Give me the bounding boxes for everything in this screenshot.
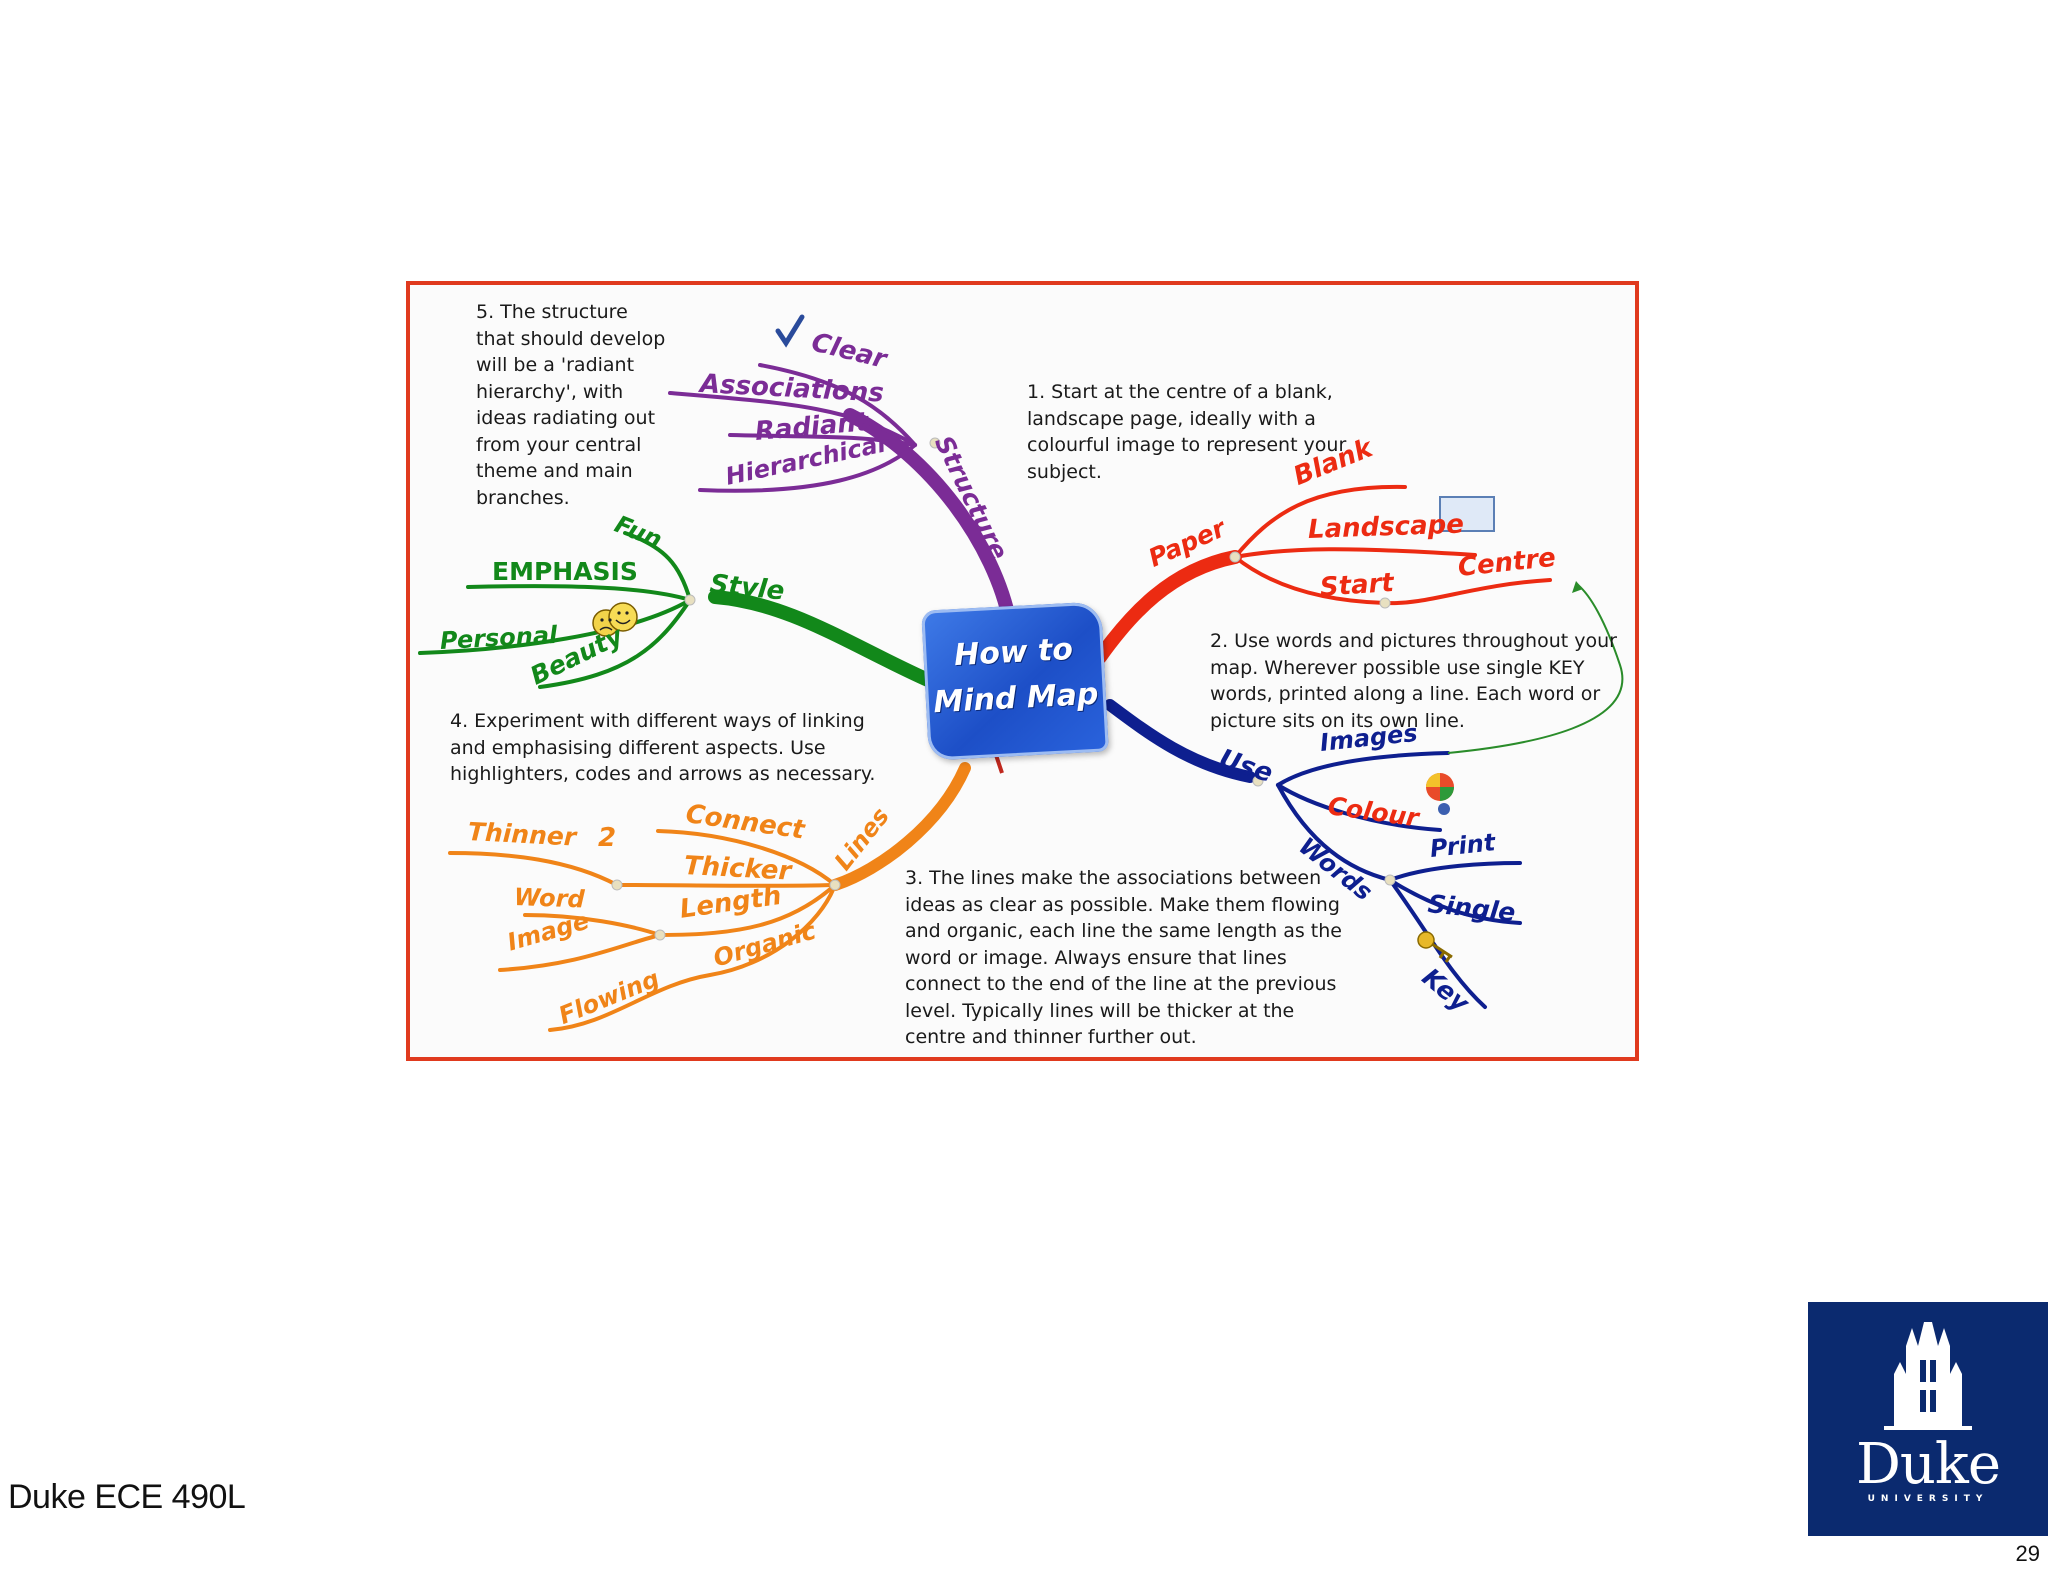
duke-university-subtitle: UNIVERSITY [1867, 1494, 1989, 1504]
key-icon [1417, 931, 1453, 963]
branch-radiant-line [728, 433, 917, 447]
chapel-icon [1884, 1322, 1972, 1430]
course-label: Duke ECE 490L [8, 1478, 246, 1516]
central-topic-label: How to Mind Map [932, 631, 1100, 721]
page-number: 29 [2015, 1541, 2040, 1566]
smiley-faces-icon [592, 602, 638, 637]
branch-thicker-line [615, 883, 837, 888]
label-thinner-2: 2 [598, 823, 617, 853]
label-word: Word [513, 883, 586, 914]
branch-thinner-line [448, 851, 619, 887]
note-words-pictures: 2. Use words and pictures throughout you… [1210, 630, 1617, 732]
branch-print-line [1388, 861, 1522, 882]
branch-fun-line [623, 531, 692, 602]
central-image: How to Mind Map [921, 601, 1109, 761]
branch-style-line [708, 590, 935, 687]
note-structure: 5. The structure that should develop wil… [476, 301, 666, 509]
branch-hierarchical-line [698, 443, 917, 493]
branch-use-line [1104, 699, 1256, 783]
mind-map-diagram: How to Mind Map Structure Clear Associat… [406, 281, 1639, 1061]
label-thicker: Thicker [683, 851, 793, 887]
branch-single-line [1388, 878, 1522, 925]
label-style: Style [708, 569, 786, 607]
branch-colour-line [1276, 783, 1442, 832]
note-lines: 3. The lines make the associations betwe… [905, 867, 1342, 1048]
note-experiment: 4. Experiment with different ways of lin… [450, 710, 876, 785]
branch-word-line [523, 913, 662, 937]
branch-landscape-line [1233, 547, 1477, 559]
branch-personal-line [418, 598, 692, 655]
mind-map-branches [418, 314, 1624, 1032]
colour-palette-icon [1426, 773, 1454, 815]
branch-length-line [658, 883, 837, 937]
arrow-head-icon [1572, 581, 1583, 593]
branch-beauty-line [538, 598, 692, 689]
check-icon [775, 314, 805, 348]
label-start: Start [1318, 567, 1395, 603]
branch-paper-line [1093, 550, 1242, 664]
arrow-images-to-centre [1447, 584, 1624, 754]
note-centre: 1. Start at the centre of a blank, lands… [1027, 381, 1347, 483]
branch-key-line [1388, 878, 1487, 1009]
branch-blank-line [1233, 484, 1407, 559]
branch-lines-line [829, 762, 971, 891]
branch-words-line [1276, 783, 1392, 882]
branch-connect-line [656, 829, 837, 887]
label-landscape: Landscape [1307, 509, 1465, 545]
duke-wordmark: Duke [1855, 1432, 2001, 1497]
label-print: Print [1428, 828, 1497, 863]
landscape-page-icon [1439, 496, 1495, 532]
branch-associations-line [668, 391, 917, 447]
duke-university-logo: Duke UNIVERSITY [1808, 1302, 2048, 1536]
branch-organic-flowing-line [548, 883, 837, 1032]
branch-clear-line [758, 363, 917, 447]
branch-emphasis-line [466, 584, 692, 602]
label-personal: Personal [439, 620, 558, 655]
branch-image-line [498, 933, 662, 972]
label-thinner: Thinner [467, 817, 577, 852]
label-emphasis: EMPHASIS [492, 557, 638, 586]
branch-images-line [1276, 751, 1450, 787]
branch-structure-line [843, 408, 1017, 630]
